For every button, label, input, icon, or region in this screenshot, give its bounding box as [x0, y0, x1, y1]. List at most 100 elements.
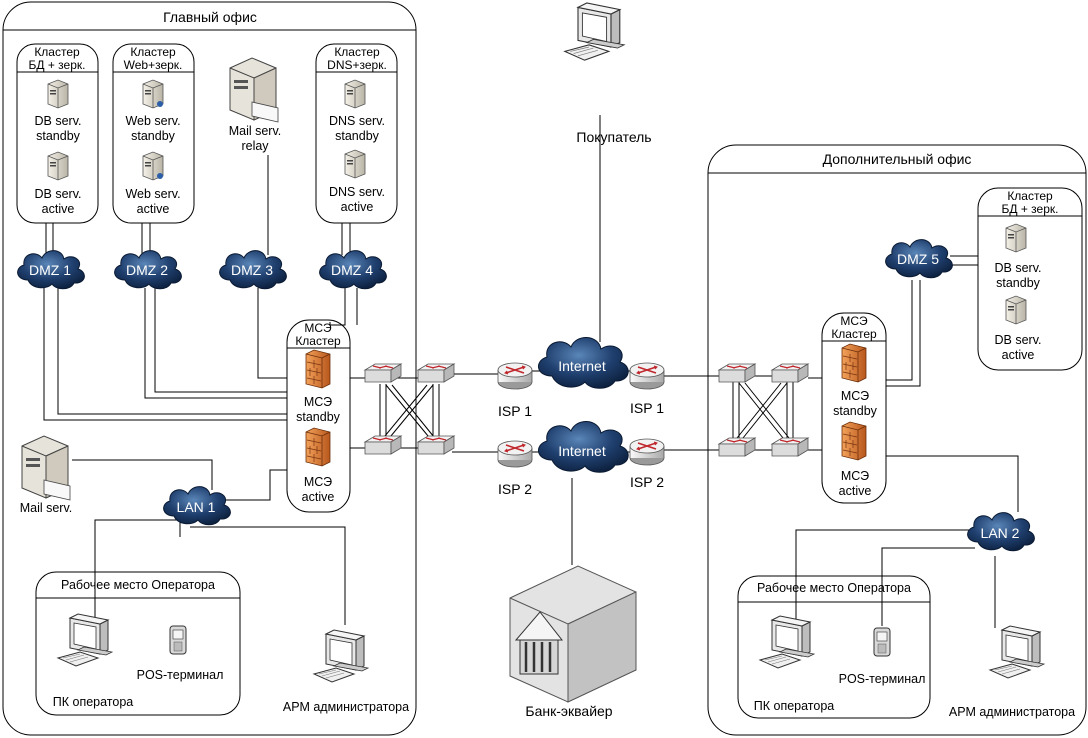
firewall-icon: [305, 349, 331, 389]
cluster-db-title1: Кластер: [34, 45, 80, 59]
server-icon: [1005, 295, 1027, 325]
cluster-dns-title2: DNS+зерк.: [327, 58, 387, 72]
buyer: Покупатель: [564, 2, 652, 145]
fw-branch-title2: Кластер: [831, 327, 877, 341]
branch-office-title: Дополнительный офис: [823, 151, 972, 167]
mail-serv: Mail serv.: [20, 435, 73, 515]
internet-1-cloud: Internet: [537, 336, 629, 389]
fw-branch-active-l2: active: [839, 484, 872, 498]
pos-terminal-icon: [873, 627, 891, 657]
dns-standby-l2: standby: [335, 129, 380, 143]
fw-cluster-title1: МСЭ: [304, 321, 332, 335]
db-branch-standby-l1: DB serv.: [995, 261, 1042, 275]
cluster-db-branch-title2: БД + зерк.: [1002, 202, 1059, 216]
dmz-1-label: DMZ 1: [29, 262, 71, 278]
web-standby-l1: Web serv.: [125, 114, 180, 128]
lan-1-cloud: LAN 1: [163, 486, 231, 526]
admin-branch: АРМ администратора: [949, 625, 1075, 719]
mail-relay: Mail serv. relay: [229, 57, 281, 153]
operator-pc-label: ПК оператора: [53, 695, 134, 709]
workplace-title: Рабочее место Оператора: [61, 578, 215, 592]
fw-standby-l1: МСЭ: [304, 395, 332, 409]
mail-relay-server-icon: [229, 57, 279, 123]
firewall-icon: [841, 421, 867, 461]
dmz-4-label: DMZ 4: [331, 262, 373, 278]
fw-branch-title1: МСЭ: [840, 314, 868, 328]
isp-right-2: ISP 2: [629, 438, 665, 490]
cluster-dns-main: Кластер DNS+зерк. DNS serv. standby DNS …: [315, 43, 398, 224]
lan-1-label: LAN 1: [177, 499, 216, 515]
buyer-label: Покупатель: [576, 129, 651, 145]
switch-icon: [364, 363, 402, 383]
db-active-l1: DB serv.: [35, 187, 82, 201]
fw-branch-standby-l2: standby: [833, 404, 878, 418]
mail-relay-l2: relay: [241, 139, 269, 153]
cluster-web-main: Кластер Web+зерк. Web serv. standby Web …: [112, 43, 195, 224]
switch-icon: [417, 363, 455, 383]
dns-active-l1: DNS serv.: [329, 185, 385, 199]
web-active-l1: Web serv.: [125, 187, 180, 201]
router-icon: [629, 362, 665, 390]
cluster-db-branch: Кластер БД + зерк. DB serv. standby DB s…: [977, 187, 1083, 371]
workplace-branch: Рабочее место Оператора ПК оператора POS…: [737, 575, 931, 719]
cluster-db-branch-title1: Кластер: [1007, 189, 1053, 203]
dmz-1-cloud: DMZ 1: [17, 250, 85, 290]
server-icon: [47, 151, 69, 181]
firewall-icon: [305, 427, 331, 467]
admin-pc-icon: [989, 625, 1045, 679]
dmz-3-cloud: DMZ 3: [219, 250, 287, 290]
pos-terminal-icon: [169, 625, 187, 655]
fw-cluster-main: МСЭ Кластер МСЭ standby МСЭ active: [286, 319, 351, 513]
operator-pc-branch-label: ПК оператора: [754, 699, 835, 713]
db-branch-active-l1: DB serv.: [995, 333, 1042, 347]
admin-main-label: АРМ администратора: [283, 700, 409, 714]
pos-terminal-label: POS-терминал: [137, 668, 224, 682]
switch-icon: [364, 435, 402, 455]
switch-icon: [718, 363, 756, 383]
fw-branch-standby-l1: МСЭ: [841, 389, 869, 403]
isp-right-1-label: ISP 1: [630, 400, 664, 416]
cluster-db-title2: БД + зерк.: [29, 58, 86, 72]
wires-center: [379, 115, 822, 565]
admin-branch-label: АРМ администратора: [949, 705, 1075, 719]
isp-left-2: ISP 2: [497, 440, 533, 497]
switch-icon: [417, 435, 455, 455]
dmz-2-cloud: DMZ 2: [114, 250, 182, 290]
dns-standby-l1: DNS serv.: [329, 114, 385, 128]
branch-office: Дополнительный офис: [707, 144, 1087, 736]
switch-icon: [718, 437, 756, 457]
isp-left-1-label: ISP 1: [498, 403, 532, 419]
switch-icon: [771, 363, 809, 383]
mail-server-icon: [21, 435, 71, 501]
dmz-2-label: DMZ 2: [126, 262, 168, 278]
pos-branch-label: POS-терминал: [839, 672, 926, 686]
wires-branch: [795, 255, 1019, 628]
server-icon: [47, 79, 69, 109]
web-standby-l2: standby: [131, 129, 176, 143]
switch-icon: [771, 437, 809, 457]
server-icon: [1005, 223, 1027, 253]
server-icon: [344, 149, 366, 179]
admin-main: АРМ администратора: [283, 629, 409, 714]
bank: Банк-эквайер: [509, 565, 637, 719]
workplace-main: Рабочее место Оператора ПК оператора POS…: [35, 571, 241, 716]
cluster-web-title2: Web+зерк.: [124, 58, 183, 72]
mail-serv-label: Mail serv.: [20, 501, 73, 515]
firewall-icon: [841, 343, 867, 383]
isp-left-1: ISP 1: [497, 362, 533, 419]
cluster-dns-title1: Кластер: [334, 45, 380, 59]
admin-pc-icon: [313, 629, 369, 683]
dmz-4-cloud: DMZ 4: [319, 250, 387, 290]
lan-2-label: LAN 2: [981, 525, 1020, 541]
db-branch-standby-l2: standby: [996, 276, 1041, 290]
wires-main: [43, 155, 378, 625]
router-icon: [497, 362, 533, 390]
cluster-web-title1: Кластер: [130, 45, 176, 59]
dns-active-l2: active: [341, 200, 374, 214]
router-icon: [497, 440, 533, 468]
isp-right-2-label: ISP 2: [630, 474, 664, 490]
db-standby-l1: DB serv.: [35, 114, 82, 128]
workplace-branch-title: Рабочее место Оператора: [757, 581, 911, 595]
operator-pc-icon: [759, 615, 815, 669]
